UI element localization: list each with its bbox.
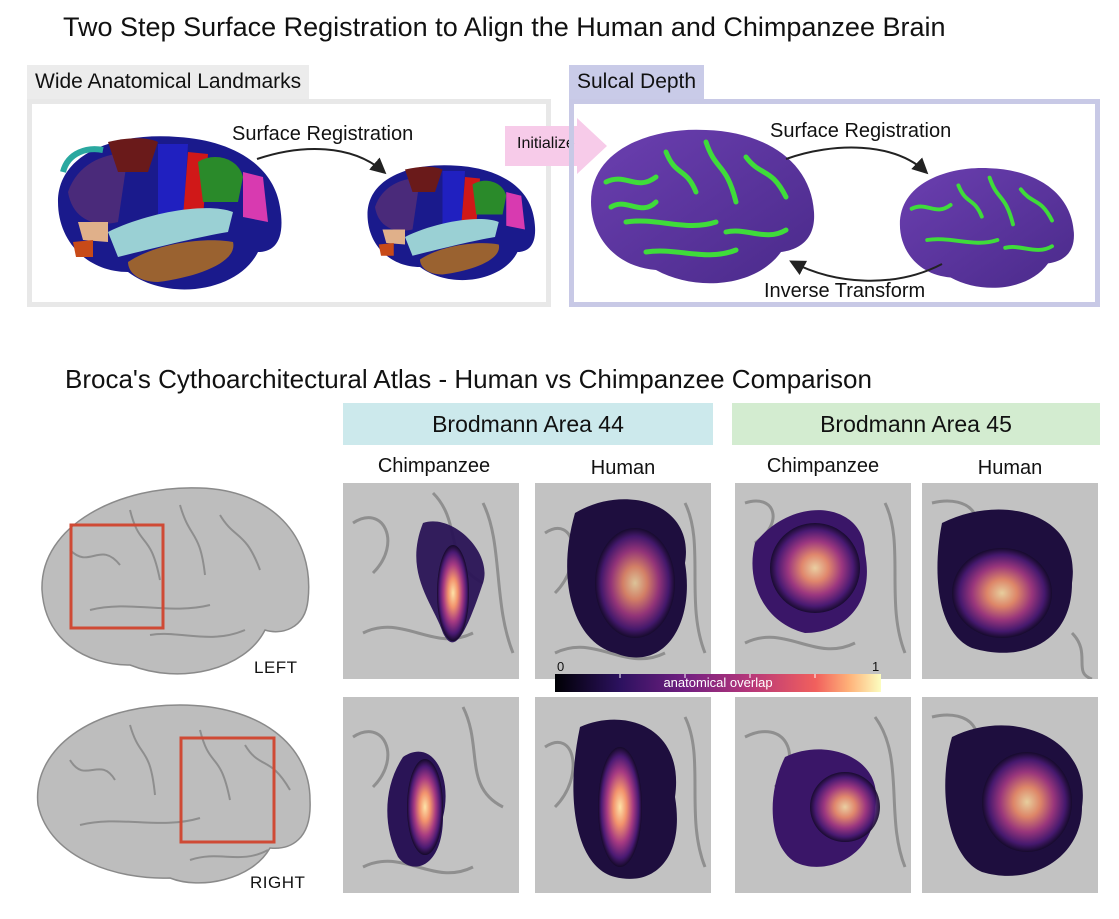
sulcal-brain-large xyxy=(591,129,815,284)
left-roi-box xyxy=(69,523,165,630)
colorbar-min: 0 xyxy=(557,659,565,674)
tile-ba44-human-left xyxy=(535,483,711,679)
sulcal-brain-small xyxy=(899,168,1074,288)
landmark-brain-large xyxy=(58,136,282,290)
tile-ba45-human-left xyxy=(922,483,1098,679)
forward-registration-arrow xyxy=(785,146,929,175)
step1-tab: Wide Anatomical Landmarks xyxy=(27,65,310,99)
tile-ba44-chimp-right xyxy=(343,697,519,893)
figure-title: Two Step Surface Registration to Align t… xyxy=(63,12,946,42)
tile-ba44-human-right xyxy=(535,697,711,893)
initialize-arrow xyxy=(505,118,607,174)
column-label: Chimpanzee xyxy=(377,455,491,477)
sulcal-brains-illustration xyxy=(591,129,1074,288)
initialize-label: Initialize xyxy=(517,135,575,152)
right-roi-box xyxy=(179,736,276,844)
registration-arrow xyxy=(256,148,387,175)
column-label: Human xyxy=(590,457,656,479)
inverse-transform-arrow xyxy=(789,260,943,282)
step1-arrow-label: Surface Registration xyxy=(232,123,414,145)
tile-ba45-chimp-left xyxy=(735,483,911,679)
area-45-header: Brodmann Area 45 xyxy=(732,403,1100,445)
tile-ba45-human-right xyxy=(922,697,1098,893)
colorbar xyxy=(555,674,881,692)
tile-ba45-chimp-right xyxy=(735,697,911,893)
colorbar-label: anatomical overlap xyxy=(663,675,773,690)
step2-bottom-arrow-label: Inverse Transform xyxy=(764,280,926,302)
left-hemisphere-brain xyxy=(41,487,310,675)
right-hemisphere-brain xyxy=(36,704,311,884)
column-label: Human xyxy=(977,457,1043,479)
step1-panel xyxy=(27,99,551,307)
landmark-brains-illustration xyxy=(58,136,536,290)
step2-top-arrow-label: Surface Registration xyxy=(770,120,952,142)
atlas-title: Broca's Cythoarchitectural Atlas - Human… xyxy=(65,364,872,394)
step2-panel xyxy=(569,99,1100,307)
colorbar-gradient xyxy=(555,674,881,692)
colorbar-max: 1 xyxy=(872,659,880,674)
right-hemisphere-label: RIGHT xyxy=(250,873,306,892)
left-hemisphere-label: LEFT xyxy=(254,658,298,677)
landmark-brain-small xyxy=(367,165,536,281)
tile-ba44-chimp-left xyxy=(343,483,519,679)
area-44-header: Brodmann Area 44 xyxy=(343,403,713,445)
column-label: Chimpanzee xyxy=(766,455,880,477)
step2-tab: Sulcal Depth xyxy=(569,65,705,99)
